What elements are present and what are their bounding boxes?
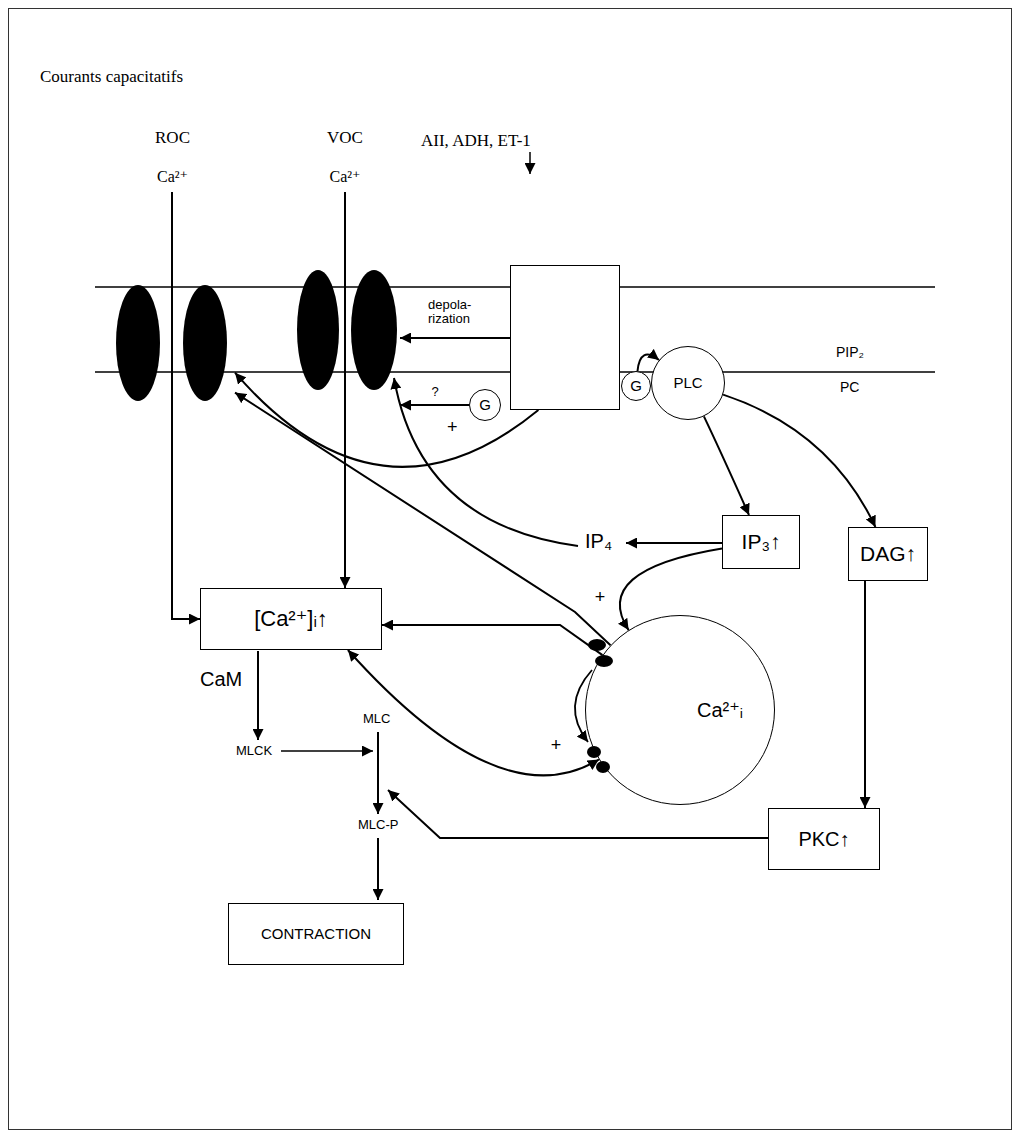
pkc-arrow (388, 790, 768, 838)
ion-path (171, 192, 173, 406)
node-text: [Ca²⁺]ᵢ↑ (254, 606, 328, 631)
node-text: G (479, 396, 491, 413)
connector (400, 404, 469, 406)
node-text: CONTRACTION (261, 925, 371, 942)
node-text: Ca²⁺ (329, 168, 360, 186)
node-text: PLC (673, 374, 702, 391)
cam-arrow (257, 651, 259, 740)
pkc-box: PKC↑ (768, 808, 880, 870)
ip3-receptor-symbol (588, 639, 606, 651)
connector (400, 337, 510, 339)
channel-wall (297, 270, 339, 390)
node-text: Ca²⁺ (157, 168, 188, 186)
diagram-title: Courants capacitatifs (40, 68, 183, 87)
connector (620, 548, 722, 630)
edge-label: + (549, 736, 564, 756)
agonist-arrow (529, 152, 531, 174)
connector (704, 416, 749, 515)
cam-label: CaM (200, 668, 242, 690)
node-text: Ca²⁺ᵢ (697, 699, 743, 722)
roc-channel: ROC Ca²⁺ (110, 128, 235, 406)
node-text: DAG↑ (860, 542, 916, 566)
receptor-box: AII, ADH, ET-1 (510, 265, 620, 410)
ip3-ip4-arrow (626, 542, 722, 544)
reticulum-circle: Ca²⁺ᵢ (585, 615, 775, 805)
pip2-label: PIP₂ (836, 345, 864, 360)
edge-label: ? (429, 385, 440, 399)
contraction-arrow (377, 838, 379, 900)
pc-label: PC (840, 380, 859, 395)
voc-channel: VOC Ca²⁺ (275, 128, 400, 408)
channel-wall (183, 285, 227, 401)
ip3-box: IP₃↑ (722, 515, 800, 569)
channel-wall (351, 270, 397, 390)
frame (9, 9, 1012, 1130)
connector (723, 395, 875, 527)
mlcp-label: MLC-P (358, 818, 398, 832)
connector (172, 406, 200, 619)
ip4-label: IP₄ (585, 530, 612, 552)
contraction-box: CONTRACTION (228, 903, 404, 965)
connector (348, 650, 599, 775)
node-text: IP₃↑ (742, 530, 781, 554)
ryanodine-receptor-symbol (596, 761, 610, 773)
g-protein-circle: G (469, 389, 501, 421)
agonist-heading: AII, ADH, ET-1 (421, 131, 531, 151)
edge-label: depola- rization (426, 298, 490, 327)
mlck-label: MLCK (236, 744, 272, 758)
ip3-receptor-symbol (595, 655, 613, 667)
g-protein-circle: G (621, 371, 651, 401)
calcium-box: [Ca²⁺]ᵢ↑ (200, 588, 382, 650)
edge-label: + (593, 588, 608, 608)
dag-box: DAG↑ (848, 527, 928, 581)
node-text: VOC (327, 128, 363, 148)
release-arrow (575, 670, 592, 742)
node-text: G (630, 377, 642, 394)
connector (235, 373, 538, 467)
connector (235, 393, 611, 646)
ryanodine-receptor-symbol (587, 746, 601, 758)
phosphorylation-arrow (377, 732, 379, 814)
connector (344, 408, 346, 588)
plus-sign: + (445, 418, 460, 438)
node-text: ROC (155, 128, 190, 148)
node-text: PKC↑ (798, 828, 849, 851)
channel-wall (116, 285, 160, 401)
connector (864, 581, 866, 808)
mlc-label: MLC (363, 712, 390, 726)
connector (382, 625, 603, 655)
plc-circle: PLC (651, 346, 725, 420)
mlck-arrow (281, 750, 373, 752)
ion-path (344, 192, 346, 408)
